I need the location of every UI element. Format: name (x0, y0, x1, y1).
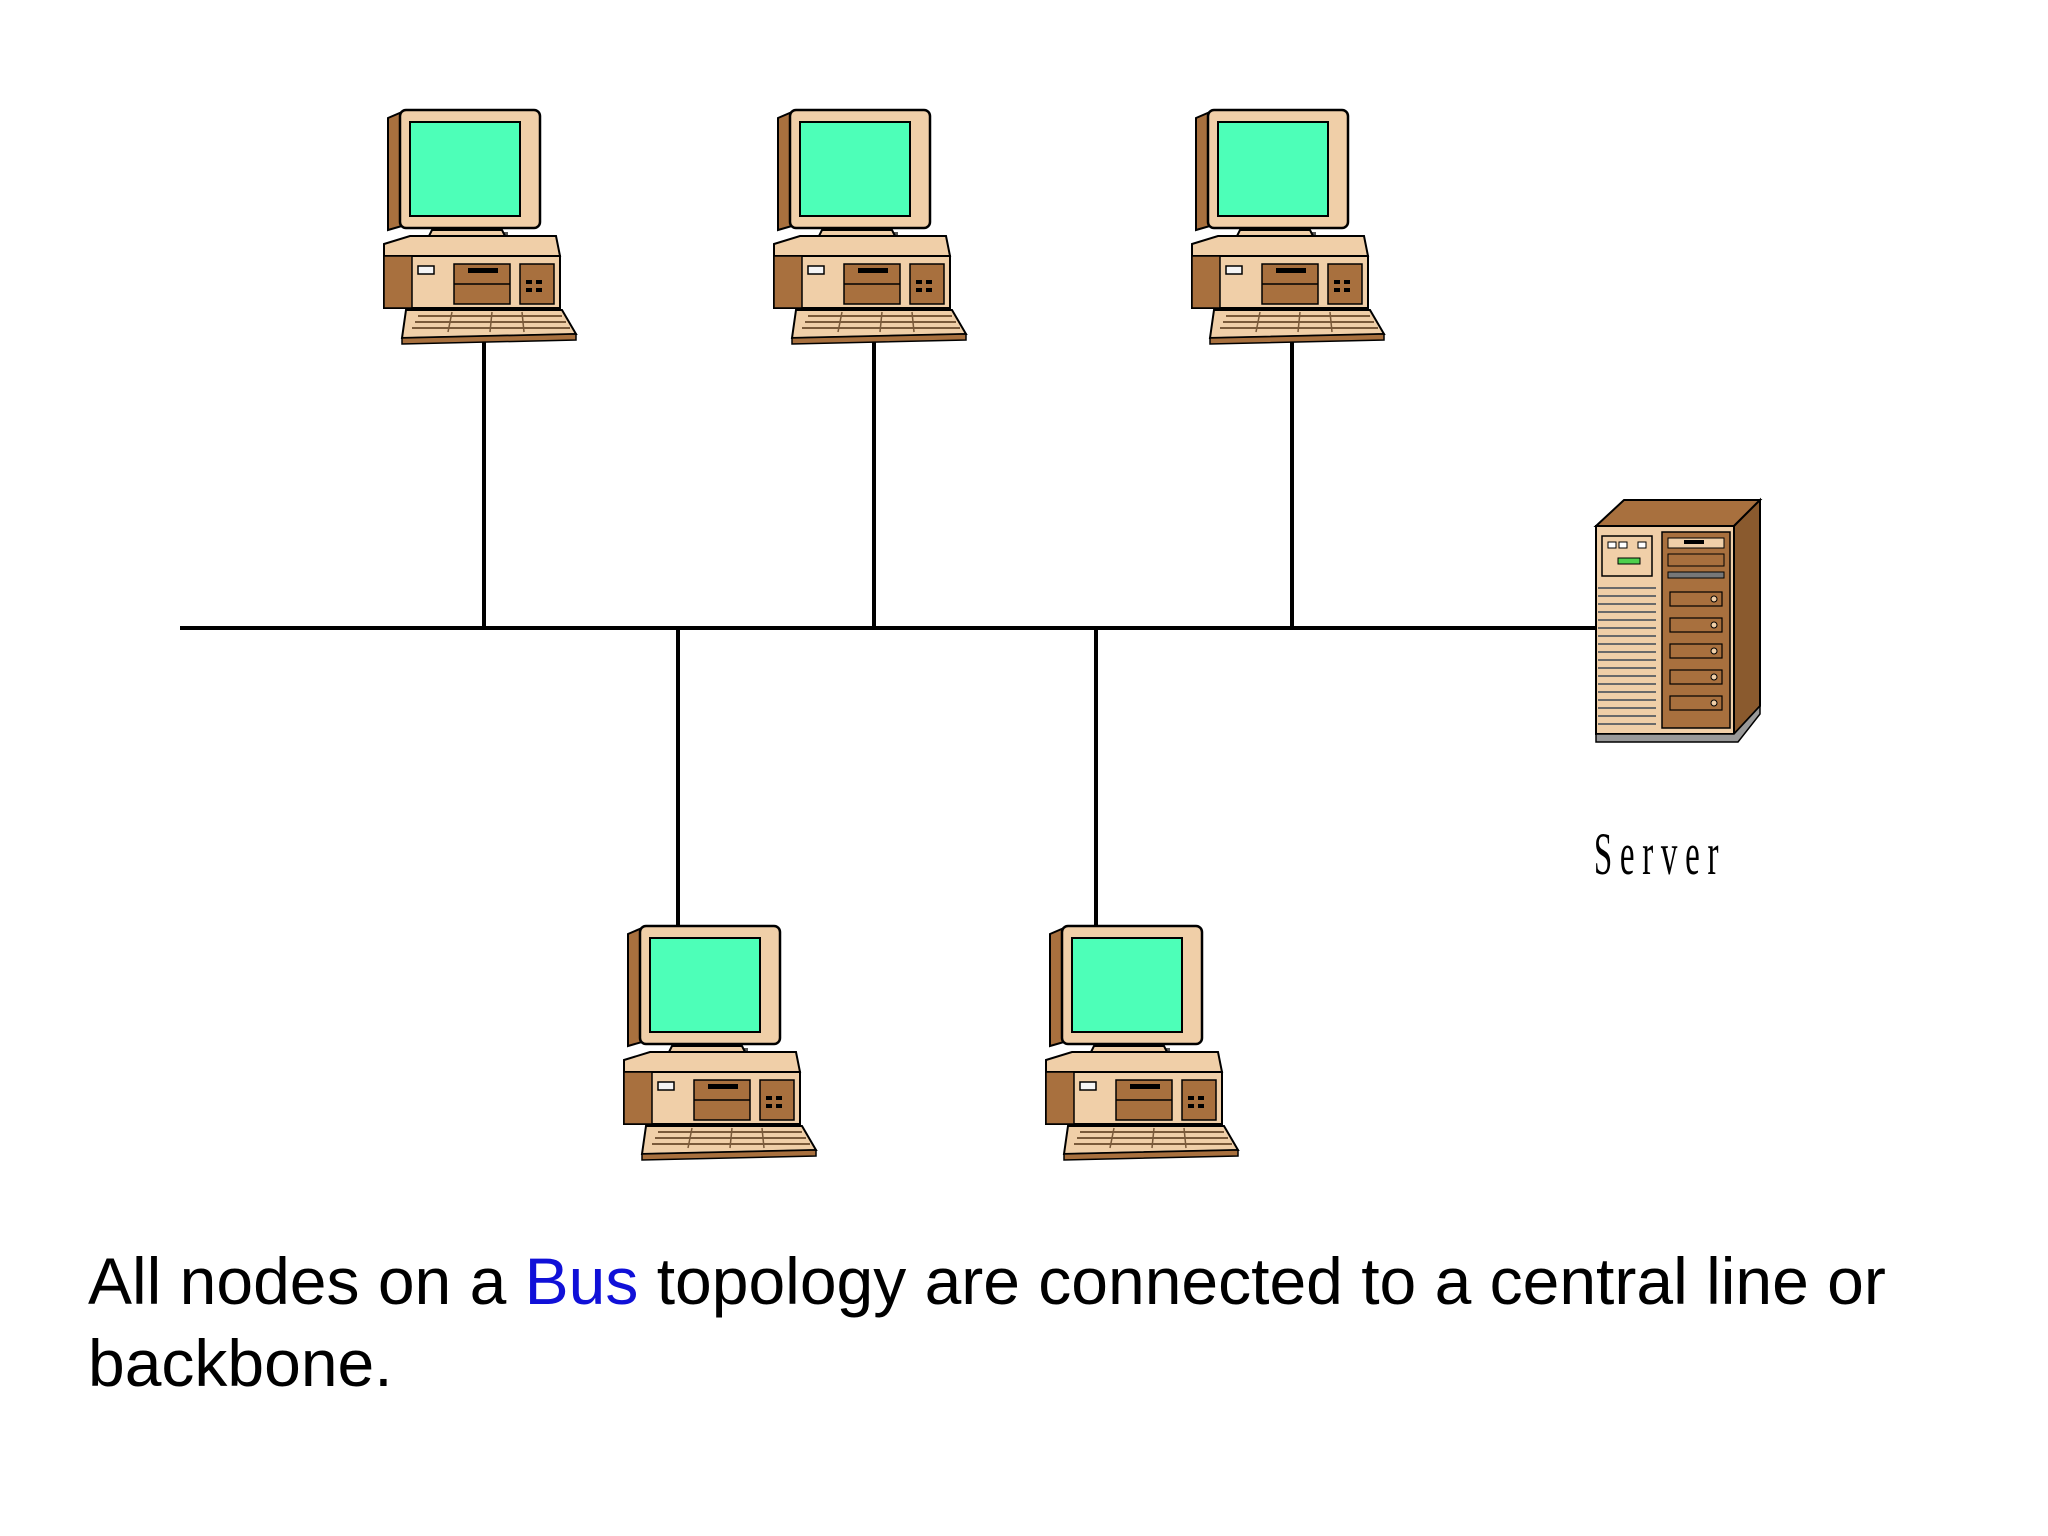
caption-highlight: Bus (524, 1244, 639, 1318)
computer-node-5 (1044, 924, 1240, 1162)
computer-node-4 (622, 924, 818, 1162)
caption-before: All nodes on a (88, 1244, 525, 1318)
computer-node-3 (1190, 108, 1386, 346)
server-tower (1593, 497, 1763, 743)
computer-node-1 (382, 108, 578, 346)
caption: All nodes on a Bus topology are connecte… (88, 1240, 1988, 1404)
caption-after: topology are connected to a central line… (88, 1244, 1886, 1400)
server-label: Server (1594, 822, 1726, 888)
computer-node-2 (772, 108, 968, 346)
